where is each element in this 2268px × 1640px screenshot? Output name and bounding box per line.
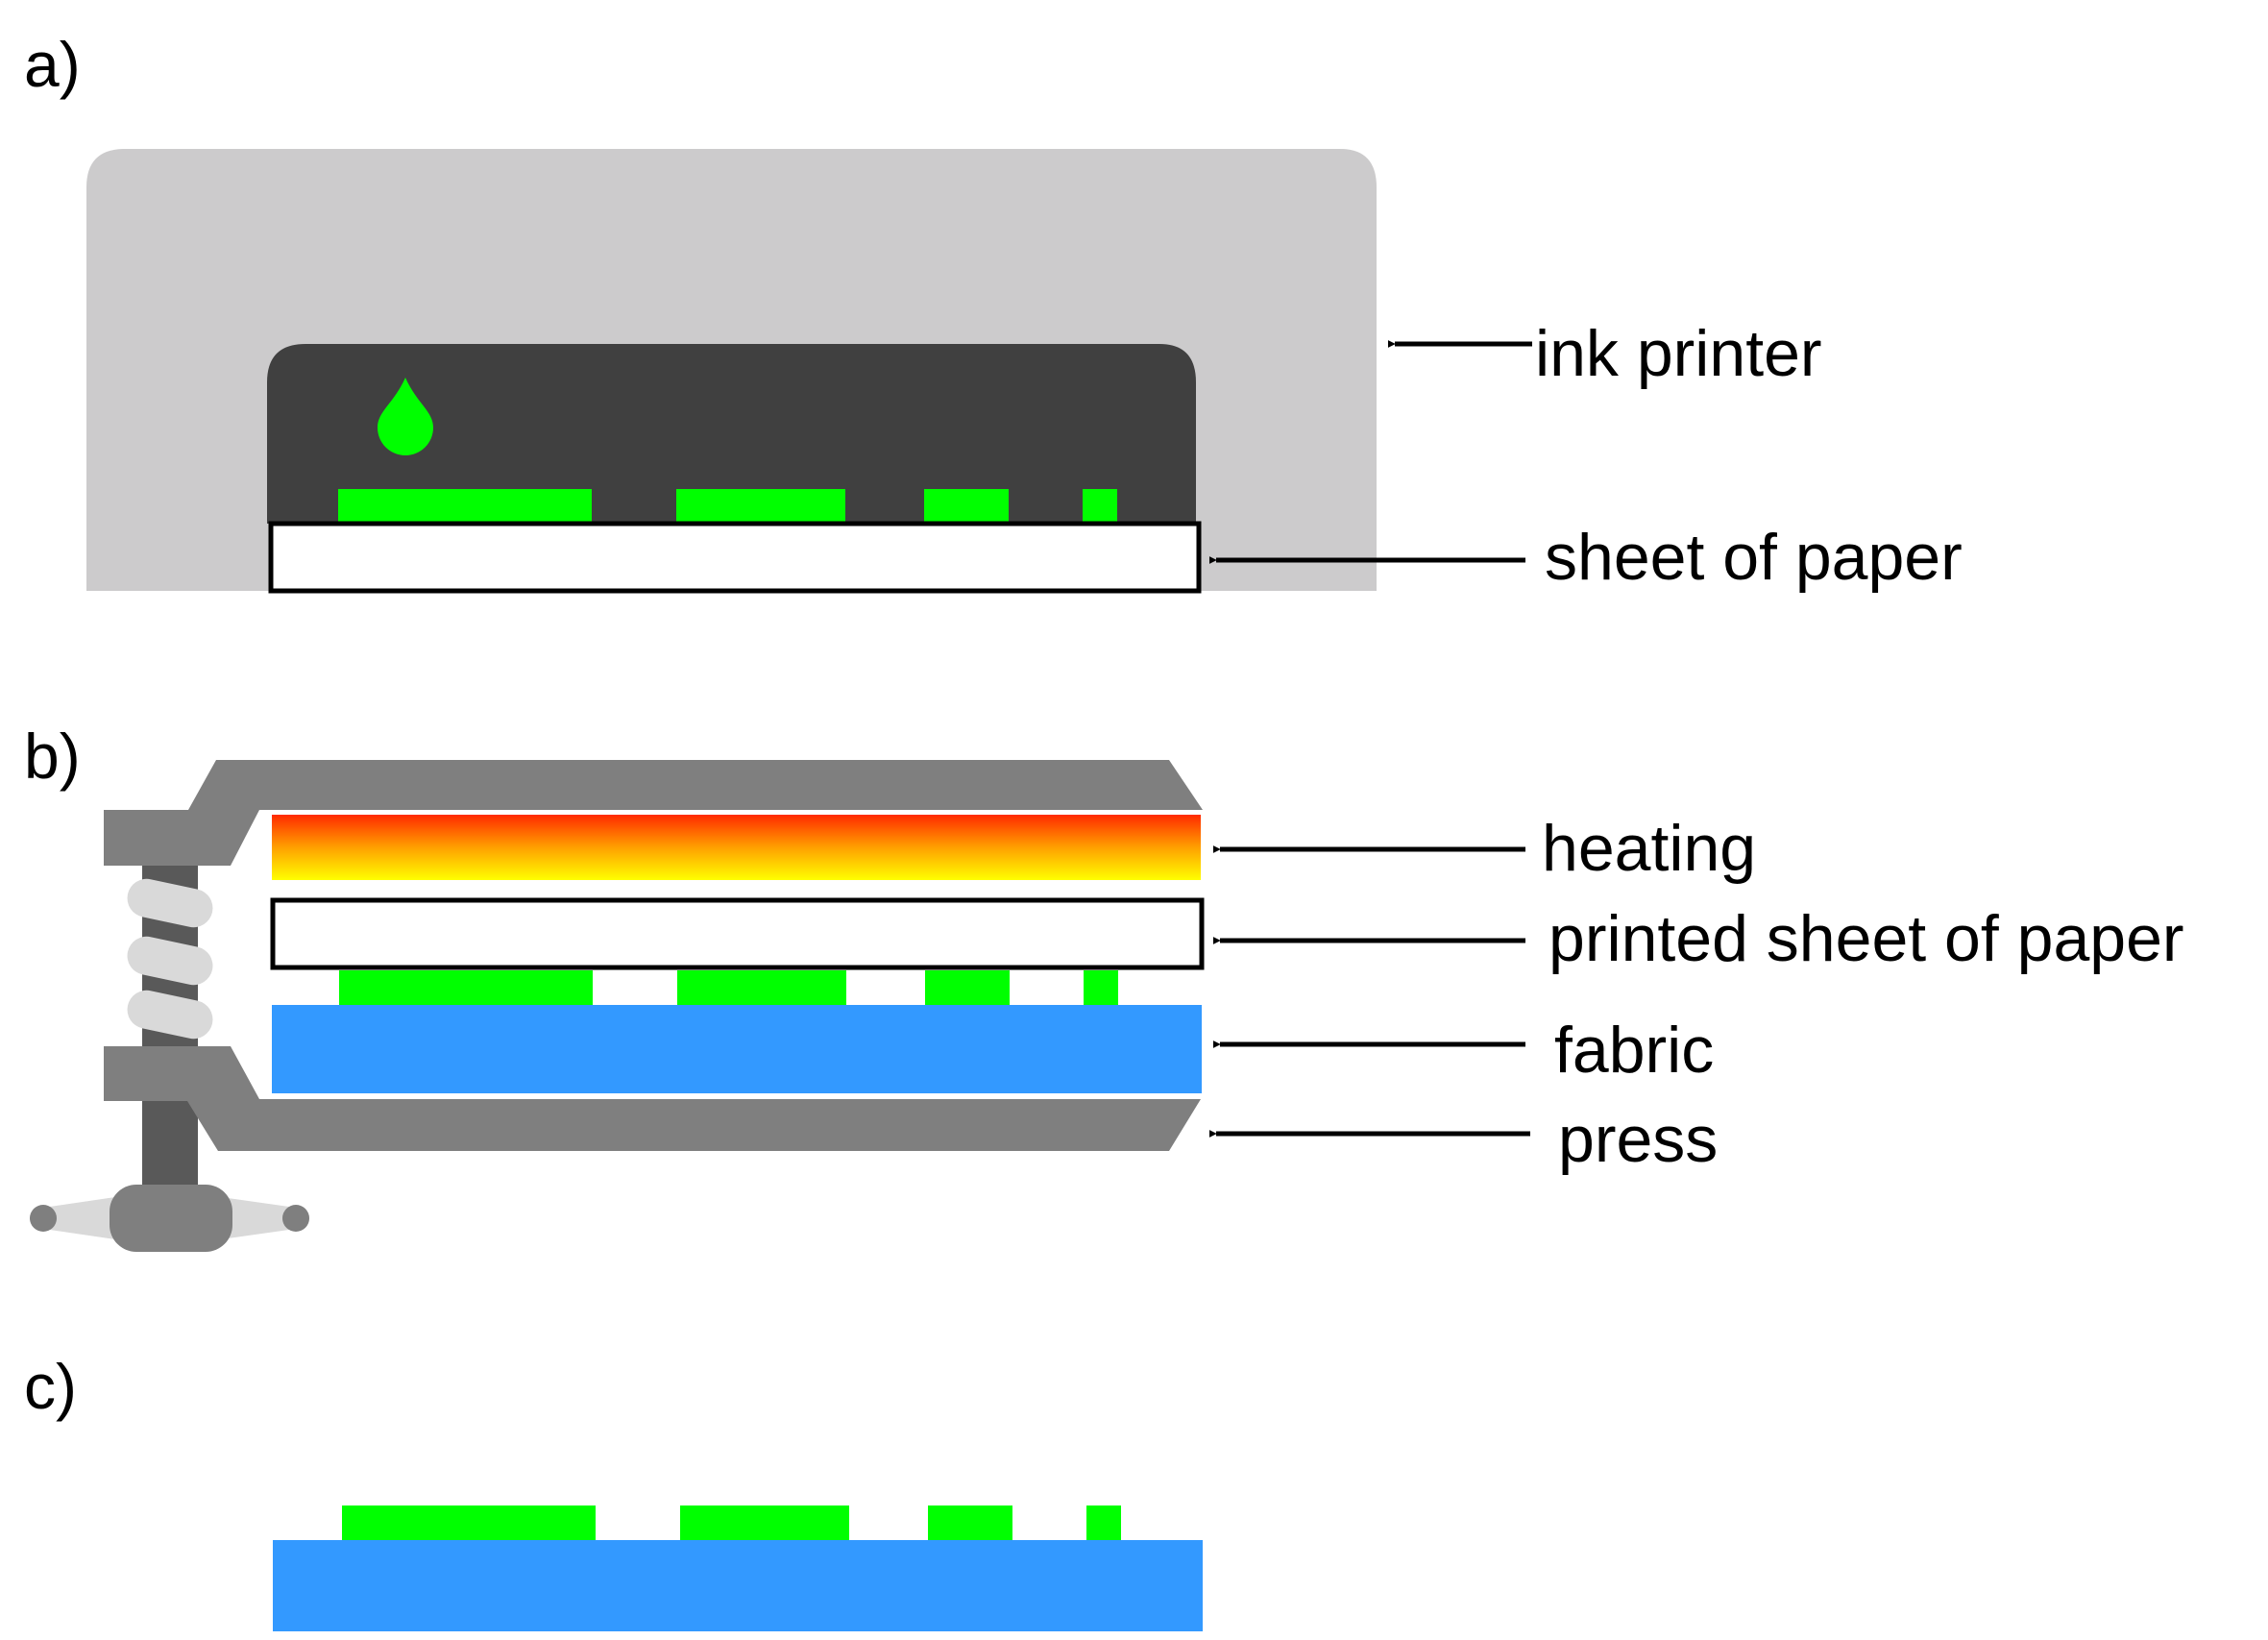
press-lower-jaw [104, 1046, 1201, 1151]
ink-strip [676, 489, 845, 524]
press-label: press [1558, 1103, 1718, 1176]
ink-strip [924, 489, 1009, 524]
press-upper-jaw [104, 760, 1203, 866]
spring-coil [127, 878, 213, 928]
ink-drop-icon [378, 378, 433, 455]
ink-strip [925, 970, 1010, 1005]
sheet-of-paper [268, 521, 1202, 594]
fabric [272, 1005, 1202, 1093]
spring-icon [127, 878, 213, 1040]
ink-strip [342, 1505, 596, 1540]
handle-hub [110, 1185, 232, 1252]
ink-strip [928, 1505, 1012, 1540]
spring-coil [127, 936, 213, 986]
ink-on-paper-a [338, 489, 1117, 524]
panel-a: a) ink printer sheet of paper [24, 29, 1963, 594]
ink-strip [1086, 1505, 1121, 1540]
handle-knob [30, 1205, 57, 1232]
ink-layer-b [339, 970, 1118, 1005]
panel-b-letter: b) [24, 721, 81, 792]
ink-strip [1083, 489, 1117, 524]
panel-b: b) heating printed sheet of [24, 721, 2184, 1252]
printer-slot [267, 344, 1196, 524]
ink-strip [680, 1505, 849, 1540]
panel-c-letter: c) [24, 1351, 77, 1422]
ink-strip [1084, 970, 1118, 1005]
ink-on-fabric-c [342, 1505, 1121, 1540]
ink-strip [339, 970, 593, 1005]
heating-label: heating [1542, 812, 1756, 885]
printed-sheet-of-paper [270, 897, 1205, 970]
handle-bar [43, 1197, 115, 1239]
handle-bar [221, 1197, 296, 1239]
ink-printer-label: ink printer [1535, 317, 1822, 390]
fabric-result [273, 1540, 1203, 1631]
spring-coil [127, 990, 213, 1040]
clamp-handle-icon [30, 1185, 309, 1252]
handle-knob [282, 1205, 309, 1232]
panel-c: c) [24, 1351, 1203, 1631]
heating-element [272, 815, 1201, 880]
printed-sheet-label: printed sheet of paper [1549, 902, 2184, 975]
ink-strip [677, 970, 846, 1005]
ink-strip [338, 489, 592, 524]
panel-a-letter: a) [24, 29, 81, 100]
fabric-label: fabric [1554, 1014, 1714, 1087]
sheet-of-paper-label: sheet of paper [1545, 521, 1963, 594]
